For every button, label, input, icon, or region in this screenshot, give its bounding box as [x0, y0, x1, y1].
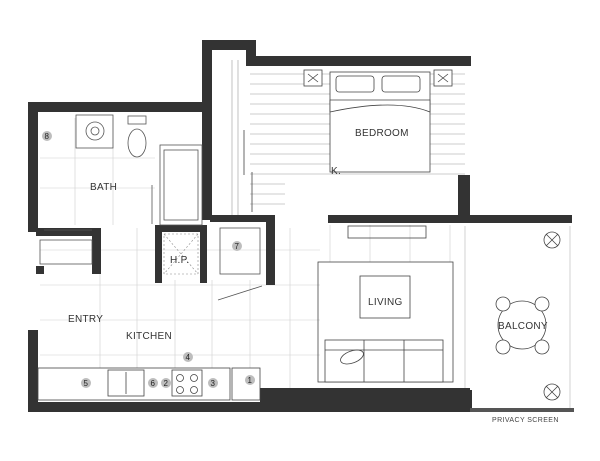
- privacy-screen-bar: [470, 408, 574, 412]
- marker-2-label: 2: [164, 379, 169, 388]
- marker-6-label: 6: [151, 379, 156, 388]
- marker-1: [245, 375, 255, 385]
- marker-6: [148, 378, 158, 388]
- marker-7: [232, 241, 242, 251]
- room-label-bedroom: BEDROOM: [355, 128, 409, 139]
- bath-fixtures: [39, 114, 203, 265]
- heat-pump-unit: [163, 233, 199, 275]
- walls: [28, 40, 572, 412]
- kitchen-sink: [107, 369, 145, 397]
- balcony-decking: [464, 226, 571, 410]
- chair-icon: [495, 339, 511, 355]
- coffee-table: [359, 275, 411, 319]
- bedroom-furniture: [243, 69, 453, 212]
- pillow-icon: [335, 75, 375, 93]
- chair-icon: [534, 296, 550, 312]
- floor-tile-grid: [40, 118, 451, 400]
- privacy-screen-label: PRIVACY SCREEN: [492, 417, 559, 424]
- room-label-balcony: BALCONY: [498, 321, 548, 332]
- vanity: [75, 114, 114, 149]
- marker-4-label: 4: [186, 353, 191, 362]
- marker-3: [208, 378, 218, 388]
- marker-8: [42, 131, 52, 141]
- toilet-icon: [127, 128, 147, 158]
- marker-5-label: 5: [84, 379, 89, 388]
- kitchen-counter: [37, 367, 261, 401]
- k-mark: K.: [331, 166, 341, 177]
- room-label-hp: H.P.: [170, 255, 189, 266]
- closet-rail: [39, 239, 93, 265]
- marker-5: [81, 378, 91, 388]
- room-label-living: LIVING: [368, 297, 403, 308]
- marker-4: [183, 352, 193, 362]
- sink-icon: [85, 121, 105, 141]
- room-label-kitchen: KITCHEN: [126, 331, 172, 342]
- chair-icon: [495, 296, 511, 312]
- toilet-tank: [127, 115, 147, 125]
- fridge: [231, 367, 261, 401]
- living-furniture: [317, 225, 454, 383]
- marker-1-label: 1: [248, 376, 253, 385]
- room-label-bath: BATH: [90, 182, 117, 193]
- balcony-table: [497, 300, 547, 350]
- sofa-icon: [324, 339, 444, 383]
- cooktop: [171, 369, 203, 397]
- marker-8-label: 8: [45, 132, 50, 141]
- chair-icon: [534, 339, 550, 355]
- marker-2: [161, 378, 171, 388]
- markers: 8 7 4 5 6 2 3 1: [42, 131, 255, 388]
- room-label-entry: ENTRY: [68, 314, 103, 325]
- pillow-icon: [381, 75, 421, 93]
- bathtub: [159, 144, 203, 226]
- media-console: [347, 225, 427, 239]
- marker-3-label: 3: [211, 379, 216, 388]
- marker-7-label: 7: [235, 242, 240, 251]
- closet-7: [217, 227, 263, 301]
- balcony-furniture: [470, 231, 574, 412]
